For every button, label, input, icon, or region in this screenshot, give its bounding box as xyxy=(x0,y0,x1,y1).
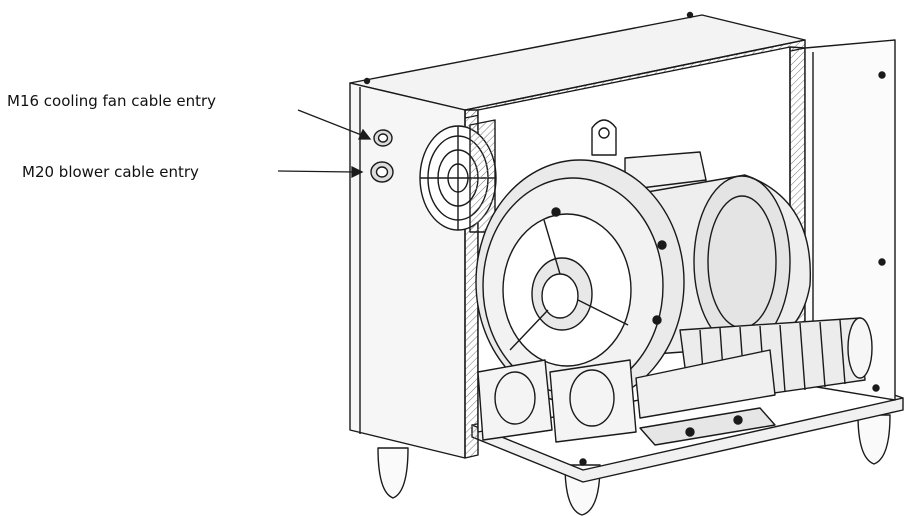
arrowhead-m20 xyxy=(351,165,364,179)
blower-housing xyxy=(475,159,685,405)
filter-cartridge-left xyxy=(477,359,553,441)
outlet-pipe xyxy=(635,349,776,419)
lifting-eye xyxy=(591,119,617,156)
leader-line-m16 xyxy=(297,109,365,137)
cooling-fan xyxy=(419,119,497,233)
m20-cable-gland xyxy=(370,161,394,183)
m16-cable-gland xyxy=(373,129,393,147)
foot-right xyxy=(857,414,891,465)
filter-cartridge-right xyxy=(549,359,637,443)
arrowhead-m16 xyxy=(357,128,372,140)
callout-m20-label: M20 blower cable entry xyxy=(22,163,199,181)
callout-m16-label: M16 cooling fan cable entry xyxy=(7,92,216,110)
mounting-bracket xyxy=(639,407,776,446)
leader-line-m20 xyxy=(277,170,355,173)
foot-left xyxy=(377,447,409,499)
